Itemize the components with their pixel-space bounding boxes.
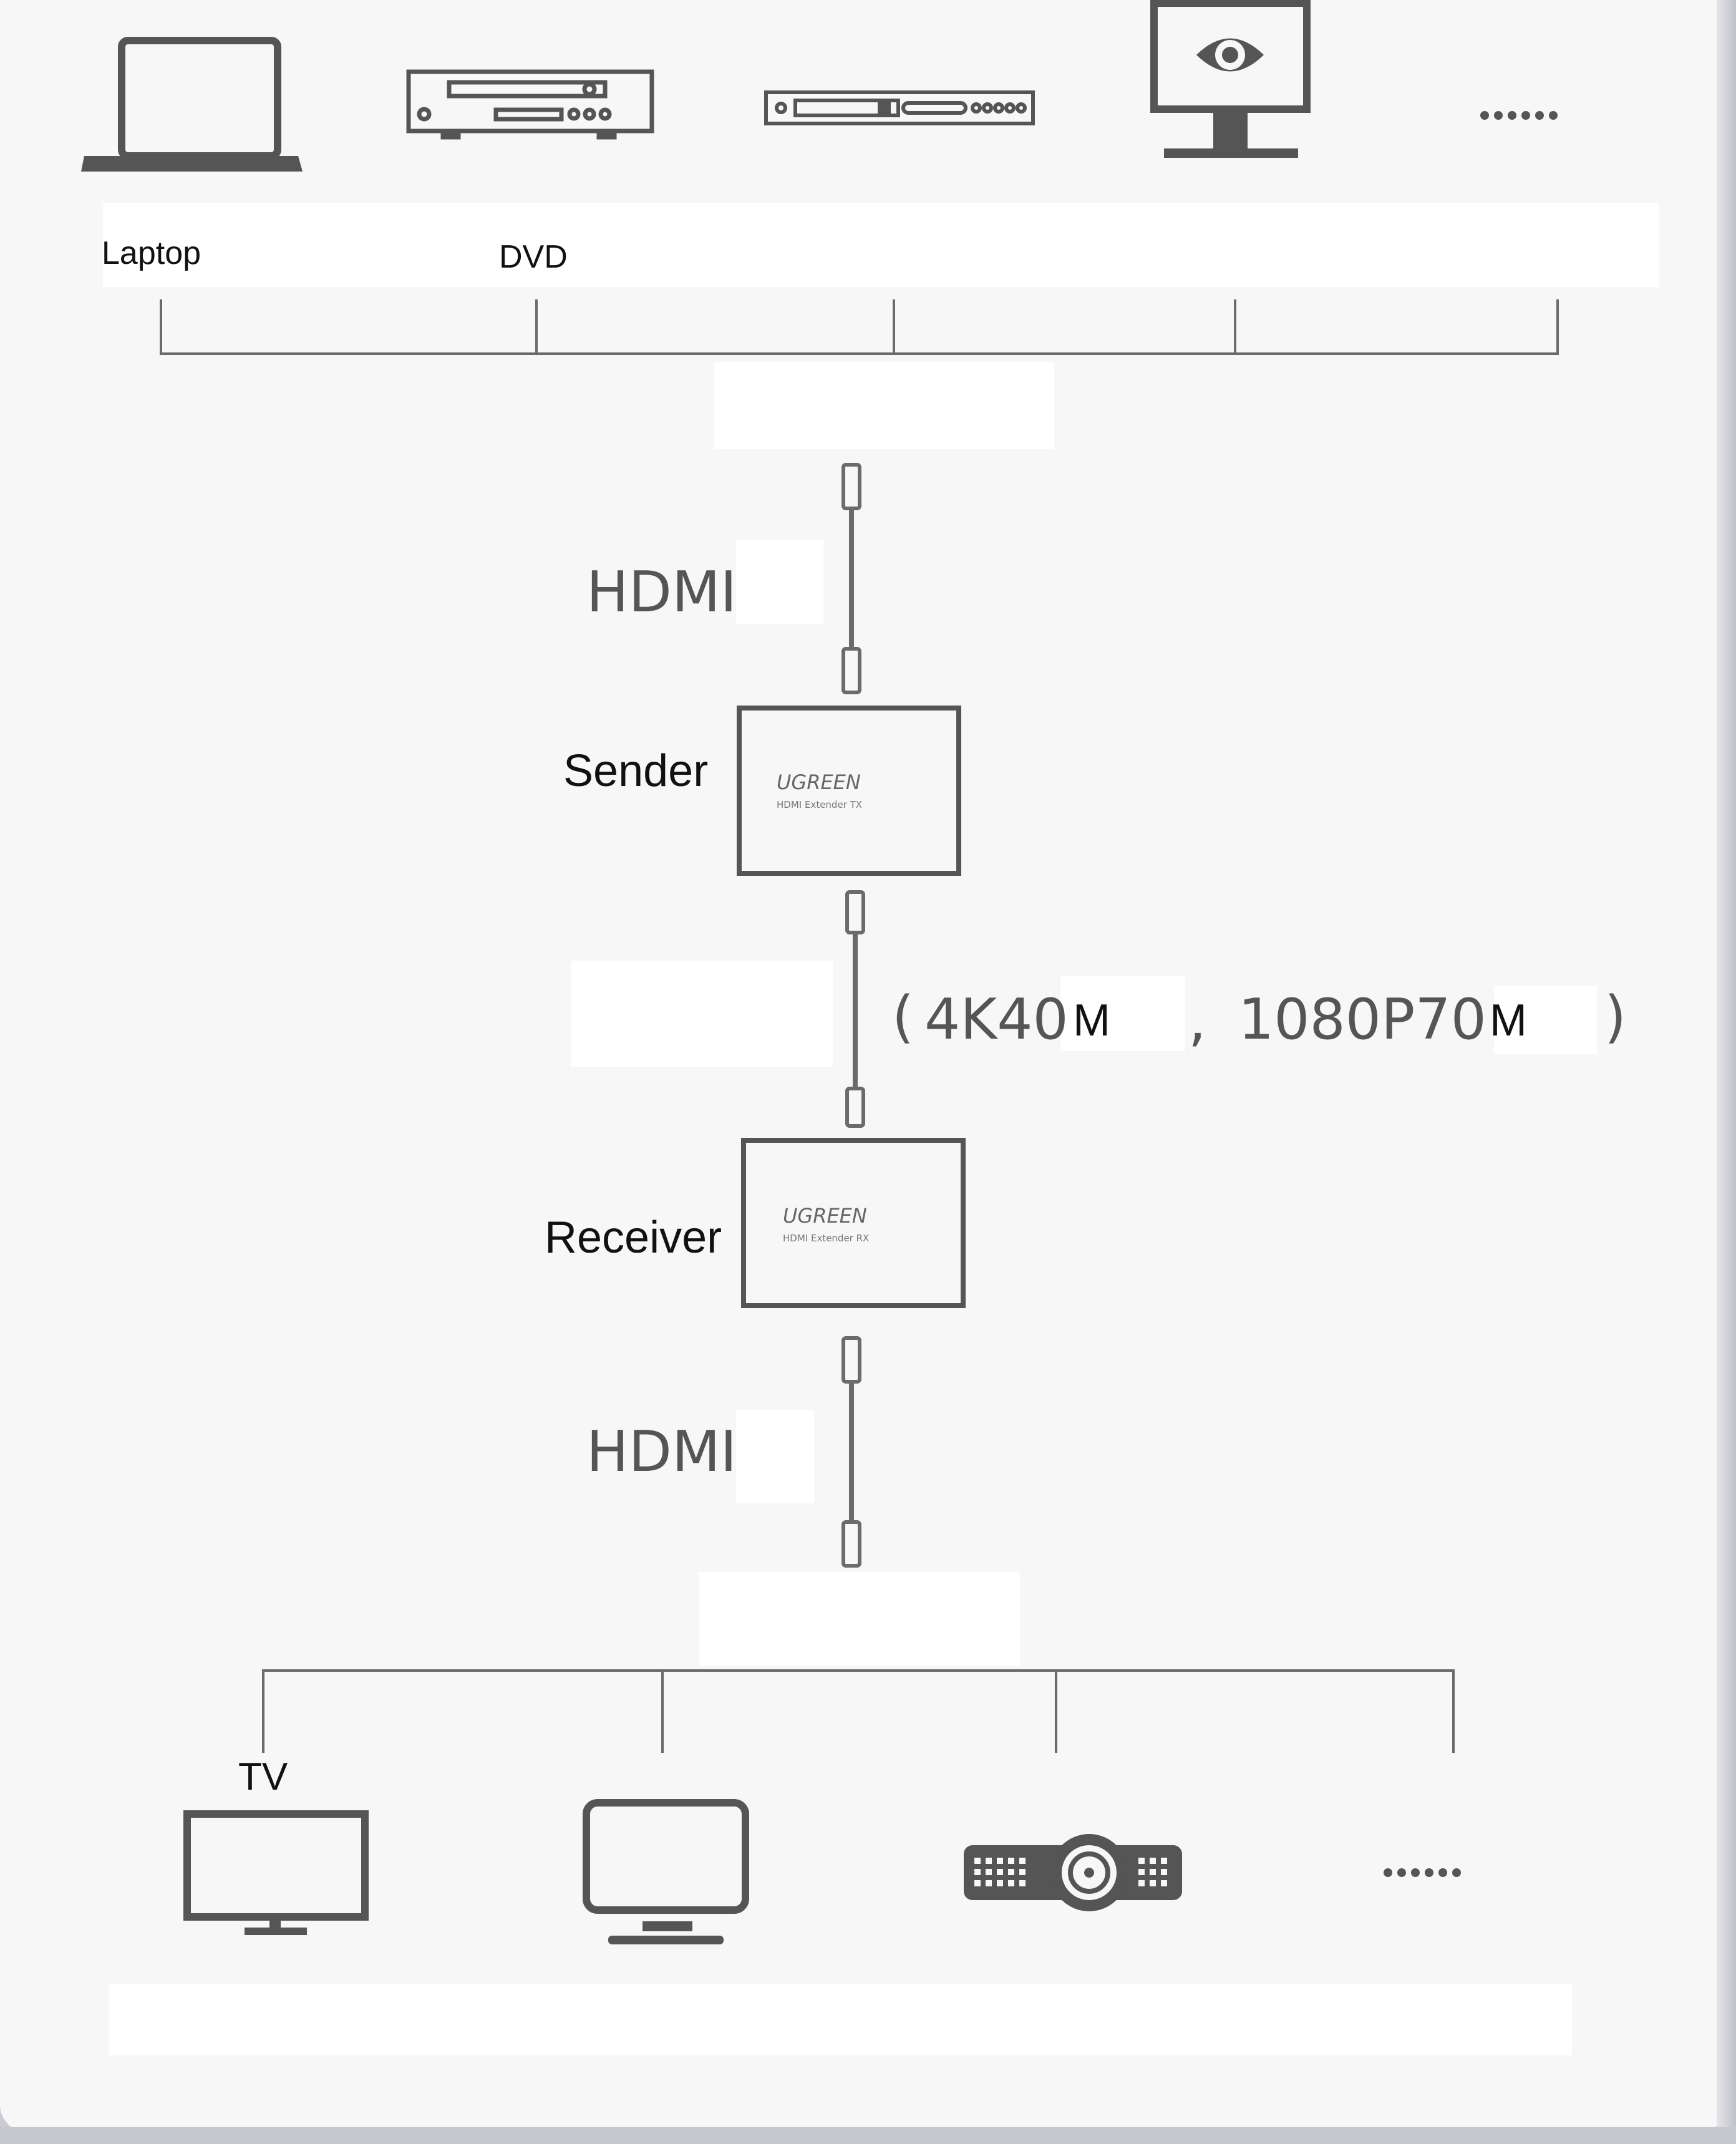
- sender-model: HDMI Extender TX: [777, 799, 862, 810]
- dvd-label: DVD: [499, 239, 568, 275]
- source-bracket: [160, 299, 1559, 355]
- extension-cable: [845, 890, 865, 1128]
- open-paren: (: [892, 984, 914, 1050]
- hdmi-cable-top: [841, 463, 861, 694]
- spec-1080: 1080P70: [1238, 987, 1486, 1052]
- display-label-strip: [109, 1984, 1572, 2055]
- hub-label-bottom: [699, 1572, 1020, 1666]
- sender-device: UGREEN HDMI Extender TX: [737, 706, 961, 876]
- hdmi-cable-bottom: [841, 1336, 861, 1568]
- hdmi-label-bottom: HDMI: [586, 1419, 737, 1485]
- more-dots-icon: [1384, 1868, 1461, 1877]
- monitor-icon: [583, 1799, 749, 1944]
- close-paren: ): [1604, 984, 1627, 1050]
- spec-patch-2: [1494, 986, 1597, 1054]
- hub-label-top: [714, 362, 1054, 449]
- sender-brand: UGREEN: [777, 770, 861, 794]
- bottom-edge: [0, 2127, 1736, 2144]
- receiver-brand: UGREEN: [783, 1204, 867, 1228]
- spec-1080-unit: M: [1490, 996, 1527, 1045]
- receiver-model: HDMI Extender RX: [783, 1233, 869, 1244]
- dvd-player-icon: [406, 69, 654, 140]
- receiver-label: Receiver: [545, 1213, 722, 1263]
- tv-label: TV: [238, 1755, 288, 1798]
- laptop-label: Laptop: [102, 235, 201, 271]
- cable-label-patch: [571, 961, 833, 1067]
- spec-4k-unit: M: [1073, 996, 1110, 1045]
- spec-patch-1: [1060, 976, 1185, 1051]
- tv-icon: [183, 1810, 369, 1935]
- laptop-icon: [81, 37, 303, 172]
- source-label-strip: [103, 203, 1659, 287]
- display-bracket: [262, 1669, 1455, 1753]
- monitor-eye-icon: [1150, 0, 1311, 158]
- projector-icon: [964, 1834, 1182, 1911]
- hdmi-label-patch-bottom: [736, 1410, 814, 1503]
- set-top-box-icon: [764, 90, 1035, 125]
- more-dots-icon: [1480, 111, 1558, 120]
- sender-label: Sender: [563, 746, 709, 796]
- receiver-device: UGREEN HDMI Extender RX: [741, 1138, 966, 1308]
- hdmi-label-patch-top: [736, 540, 823, 624]
- right-edge: [1717, 0, 1736, 2144]
- spec-comma: ,: [1188, 988, 1206, 1054]
- hdmi-label-top: HDMI: [586, 560, 737, 625]
- spec-4k: 4K40: [924, 987, 1069, 1052]
